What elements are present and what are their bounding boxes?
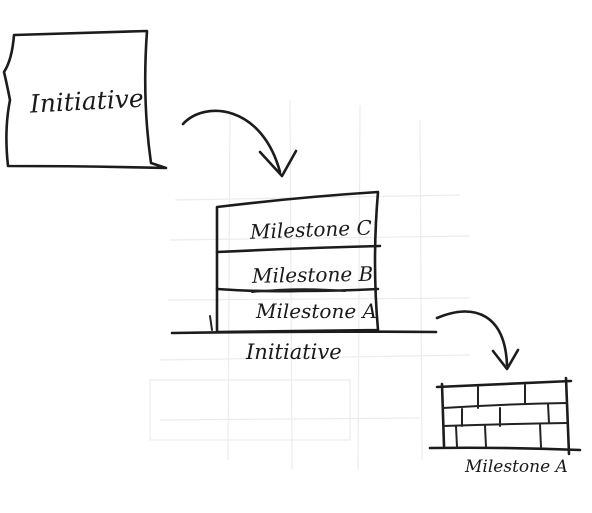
initiative-baseline-label: Initiative xyxy=(245,340,342,364)
initiative-box-label: Initiative xyxy=(28,84,144,119)
brick-wall-icon: Milestone A xyxy=(428,376,582,477)
curved-arrow-icon xyxy=(435,310,520,371)
curved-arrow-icon xyxy=(181,109,298,178)
milestone-c-label: Milestone C xyxy=(249,216,373,244)
milestone-stack: Milestone C Milestone B Milestone A Init… xyxy=(170,190,438,364)
initiative-baseline xyxy=(170,330,438,335)
milestone-a-label: Milestone A xyxy=(255,299,377,323)
milestone-a-bricks-label: Milestone A xyxy=(464,457,568,477)
initiative-box: Initiative xyxy=(2,29,168,170)
milestone-b-label: Milestone B xyxy=(251,262,374,288)
